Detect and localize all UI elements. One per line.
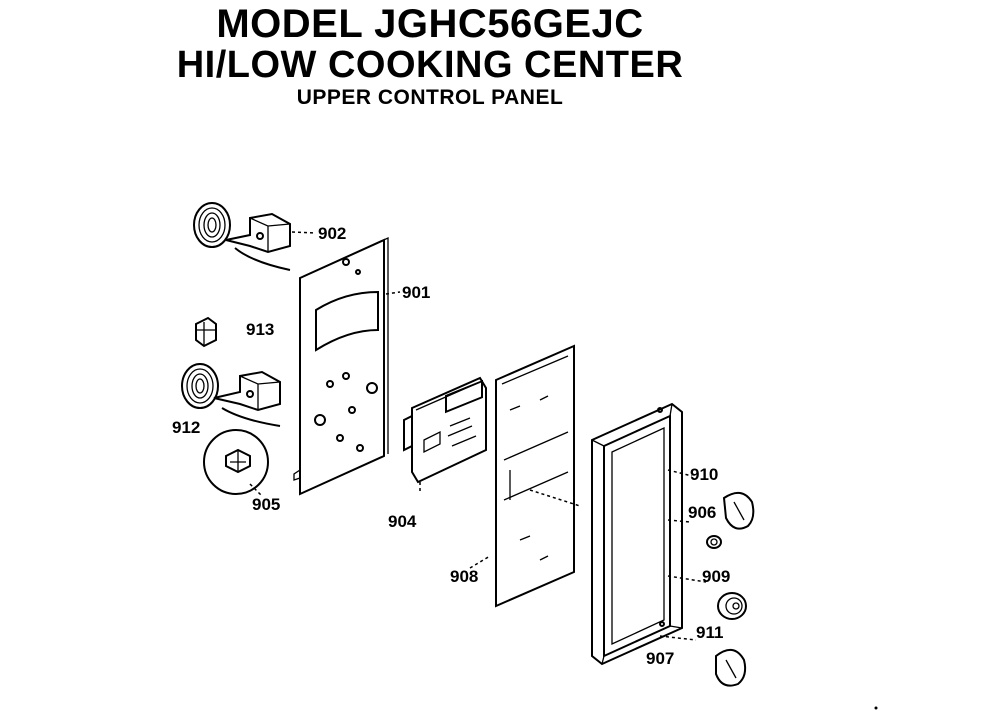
label-906: 906 xyxy=(688,503,716,522)
stray-mark xyxy=(874,706,878,710)
label-911: 911 xyxy=(696,623,723,642)
label-901: 901 xyxy=(402,283,430,302)
section-title: UPPER CONTROL PANEL xyxy=(296,86,564,109)
label-908: 908 xyxy=(450,567,478,586)
part-906-knob-insert xyxy=(706,535,722,549)
part-908-panel xyxy=(469,344,581,608)
part-905-switch xyxy=(203,429,269,497)
label-902: 902 xyxy=(318,224,346,243)
label-912: 912 xyxy=(172,418,200,437)
part-909-knob xyxy=(717,592,747,620)
label-909: 909 xyxy=(702,567,730,586)
label-907: 907 xyxy=(646,649,674,668)
part-902-thermostat xyxy=(193,202,317,271)
part-913-clip xyxy=(195,316,217,348)
part-904-control-board xyxy=(403,376,487,494)
label-905: 905 xyxy=(252,495,280,514)
part-907-frame xyxy=(591,402,707,666)
part-910-knob xyxy=(722,491,755,530)
model-title: MODEL JGHC56GEJC xyxy=(216,2,644,46)
part-911-knob xyxy=(715,649,747,687)
product-title: HI/LOW COOKING CENTER xyxy=(176,44,684,86)
label-904: 904 xyxy=(388,512,417,531)
label-910: 910 xyxy=(690,465,718,484)
label-913: 913 xyxy=(246,320,274,339)
part-912-thermostat xyxy=(181,363,281,427)
part-901-backplate xyxy=(293,236,401,496)
